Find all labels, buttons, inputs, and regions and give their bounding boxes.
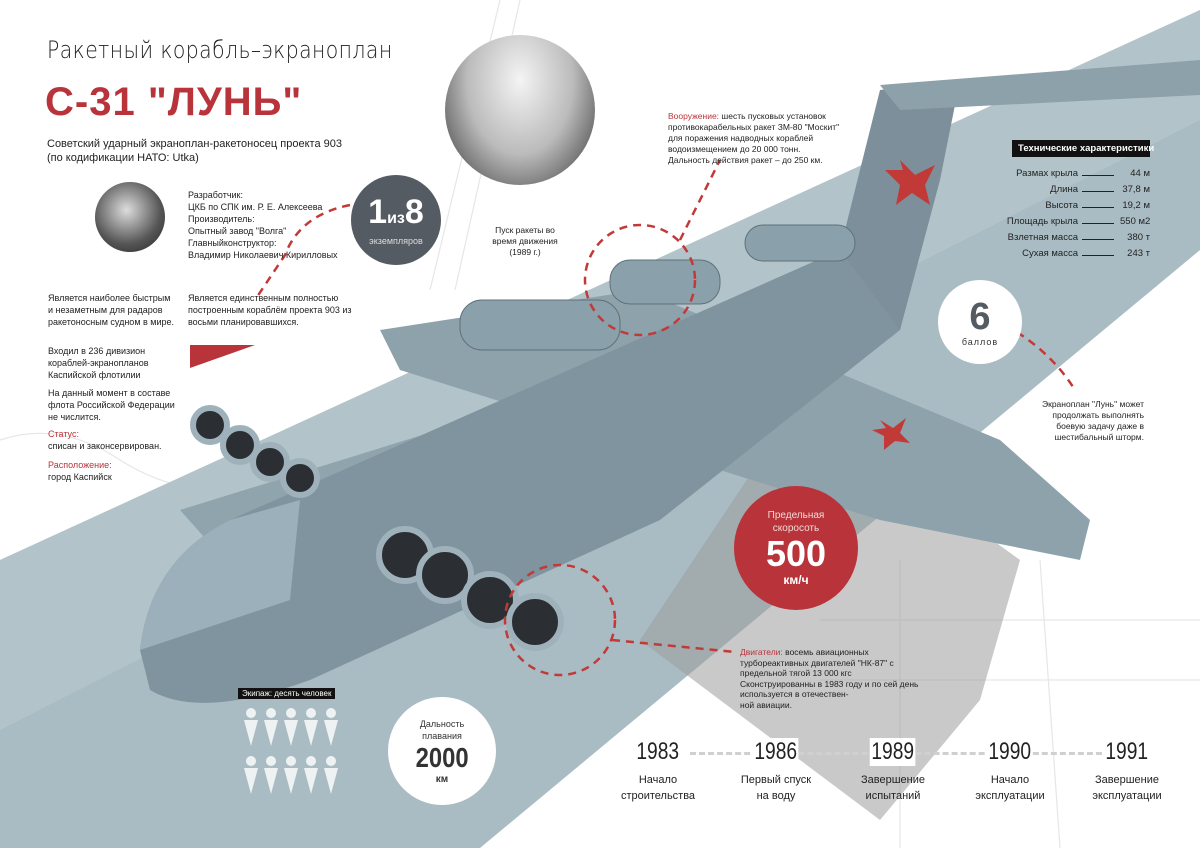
person-icon [324,708,338,746]
specs-title: Технические характеристики [1012,140,1154,157]
person-icon [244,708,258,746]
missile-launch-photo [445,35,595,185]
storm-badge: 6 баллов [938,280,1022,364]
red-accent-triangle [190,345,255,368]
person-icon [304,708,318,746]
person-icon [264,756,278,794]
developer-info: Разработчик:ЦКБ по СПК им. Р. Е. Алексее… [188,190,338,260]
person-icon [304,756,318,794]
person-icon [264,708,278,746]
ekranoplan-illustration [140,60,1200,703]
units-badge: 1из8 экземпляров [351,175,441,265]
page-kicker: Ракетный корабль–экраноплан [47,36,393,64]
person-icon [284,756,298,794]
crew-label: Экипаж: десять человек [238,688,336,699]
location-note: Расположение:город Каспийск [48,460,112,482]
leader-lines [253,159,1077,677]
crew-icons [244,708,344,800]
person-icon [244,756,258,794]
page-subtitle: Советский ударный экраноплан-ракетоносец… [47,138,342,164]
status-note: Статус:списан и законсервирован. [48,429,162,451]
person-icon [284,708,298,746]
page-title: С-31 "ЛУНЬ" [45,80,303,124]
person-icon [324,756,338,794]
designer-portrait [95,182,165,252]
